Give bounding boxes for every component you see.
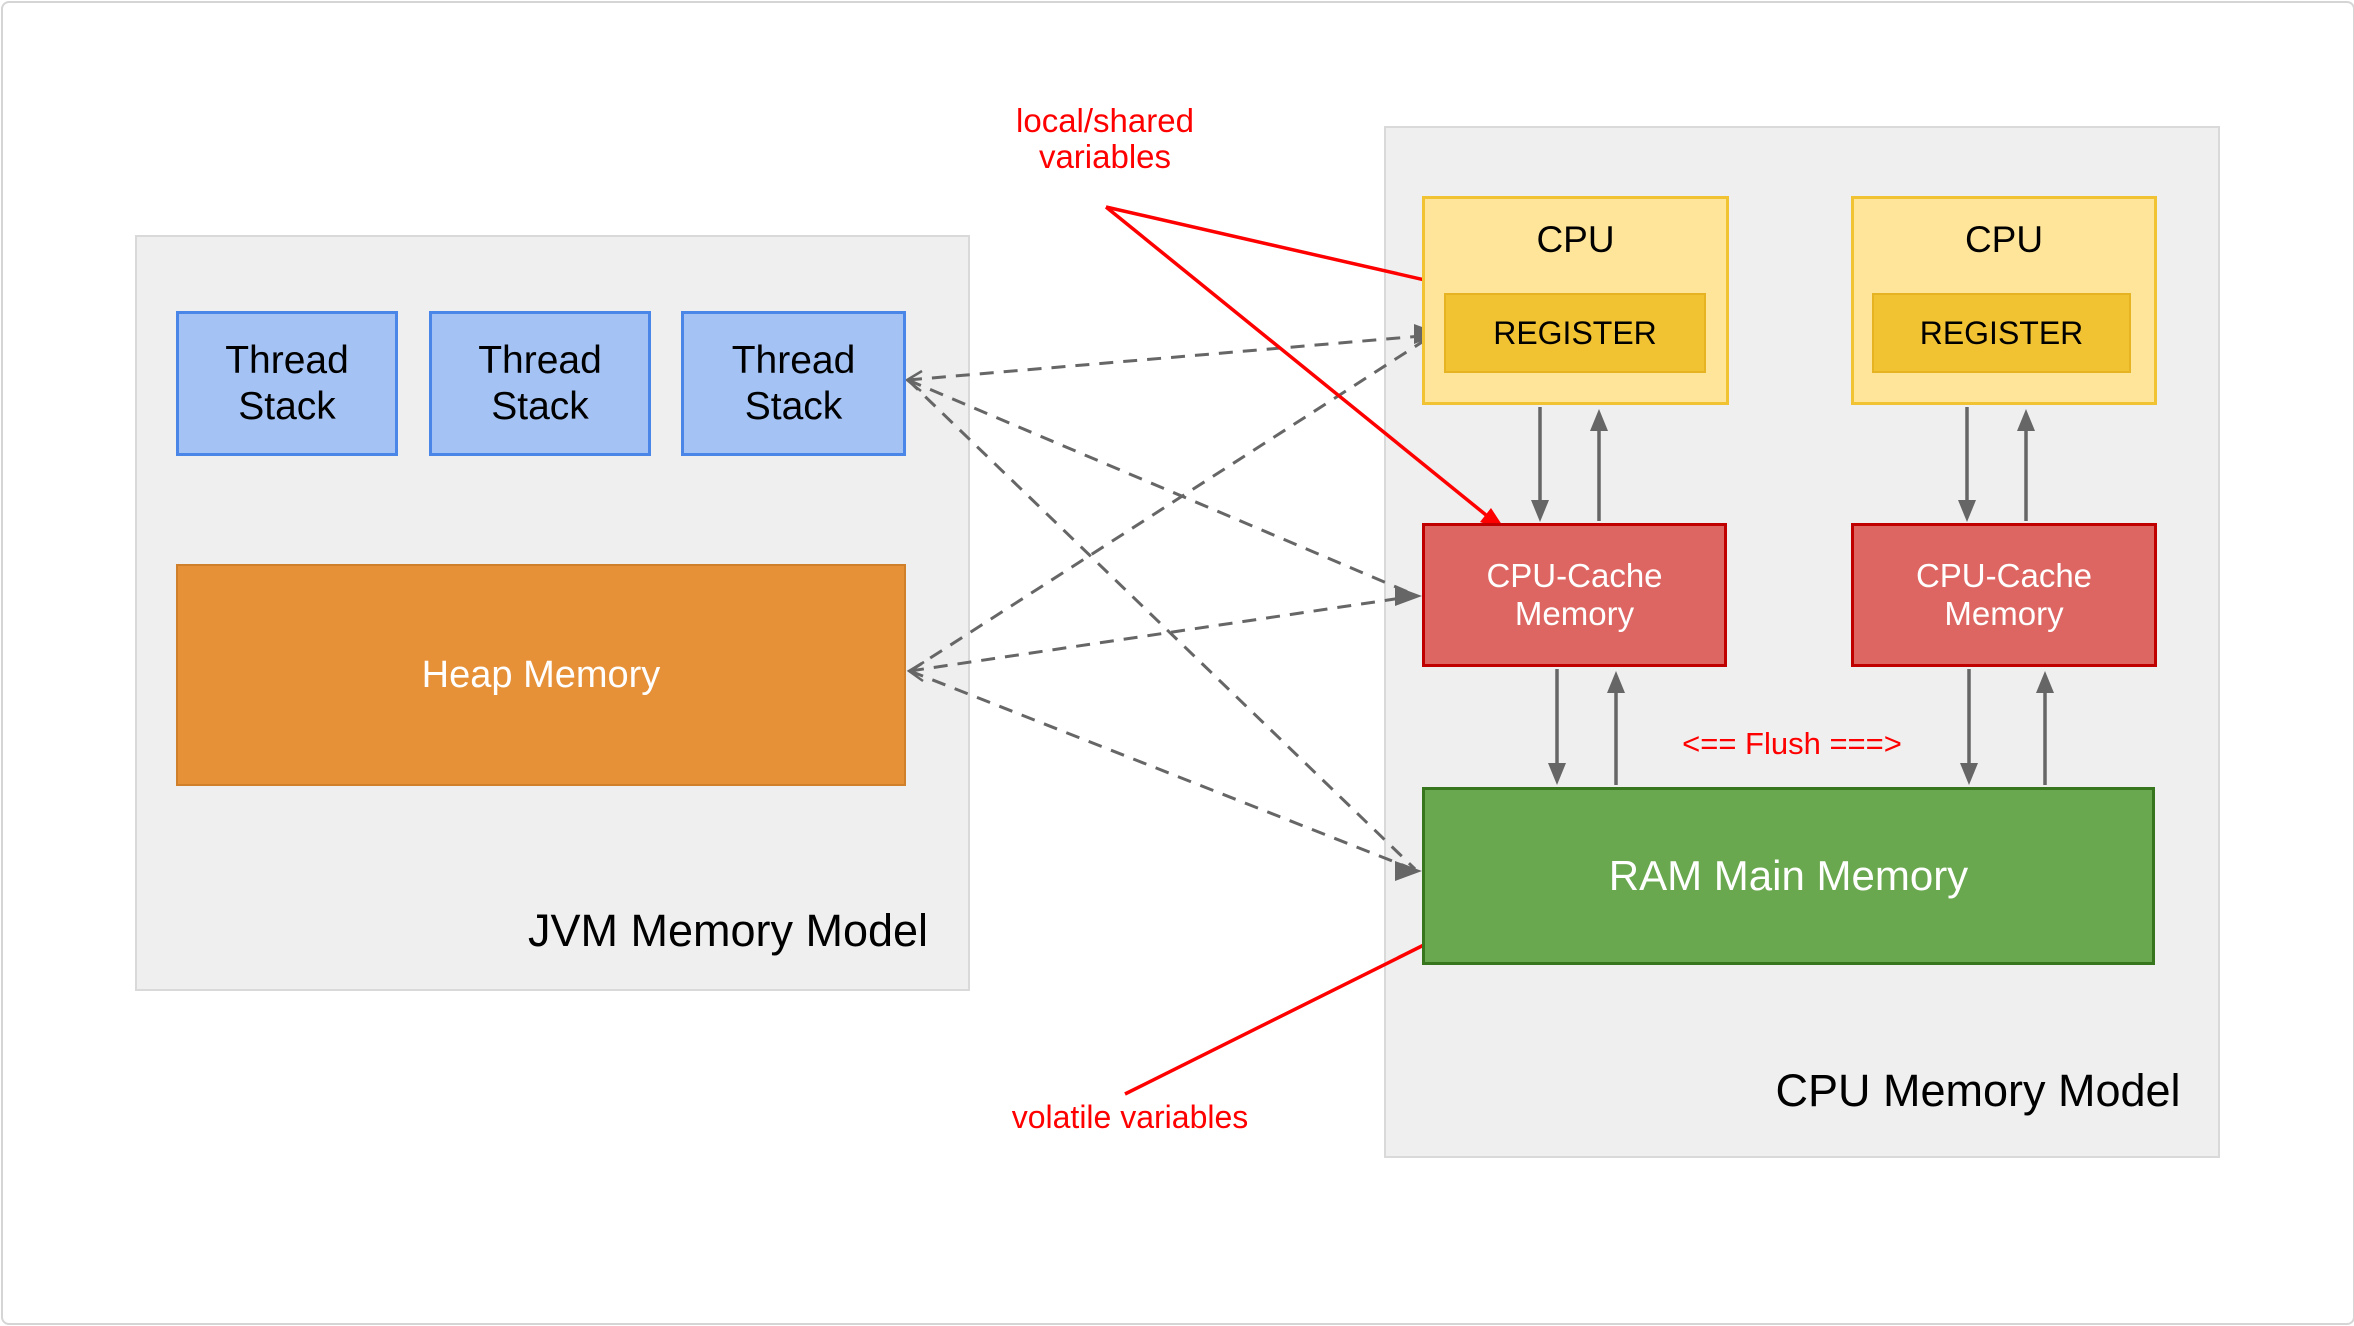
cpu-label-1: CPU	[1536, 219, 1615, 260]
flush-annotation: <== Flush ===>	[1682, 726, 1902, 761]
register-box-2: REGISTER	[1872, 293, 2131, 373]
register-box-1: REGISTER	[1444, 293, 1706, 373]
thread-stack-box-2: Thread Stack	[429, 311, 651, 456]
dashed-link-threadstack-register	[907, 333, 1434, 382]
cpu-cache-box-1: CPU-Cache Memory	[1422, 523, 1727, 667]
cpu-box-1: CPU REGISTER	[1422, 196, 1729, 405]
heap-memory-box: Heap Memory	[176, 564, 906, 786]
ram-main-memory-box: RAM Main Memory	[1422, 787, 2155, 965]
thread-stack-label-3: Thread Stack	[731, 338, 856, 428]
cpu-cache-box-2: CPU-Cache Memory	[1851, 523, 2157, 667]
cpu-label-2: CPU	[1964, 219, 2044, 260]
local-shared-variables-annotation: local/shared variables	[1016, 102, 1194, 175]
ram-main-memory-label: RAM Main Memory	[1608, 852, 1969, 899]
cpu-box-2: CPU REGISTER	[1851, 196, 2157, 405]
thread-stack-label-2: Thread Stack	[478, 338, 602, 428]
volatile-variables-annotation: volatile variables	[1011, 1099, 1249, 1135]
thread-stack-label-1: Thread Stack	[225, 338, 349, 428]
cpu-cache-label-2: CPU-Cache Memory	[1915, 557, 2093, 632]
cpu-model-label: CPU Memory Model	[1775, 1065, 2181, 1116]
cpu-cache-label-1: CPU-Cache Memory	[1486, 557, 1663, 632]
heap-memory-label: Heap Memory	[421, 653, 661, 696]
jvm-model-label: JVM Memory Model	[527, 905, 929, 956]
dashed-link-threadstack-cache	[907, 378, 1416, 597]
thread-stack-box-1: Thread Stack	[176, 311, 398, 456]
dashed-link-heap-register	[909, 333, 1434, 673]
dashed-link-threadstack-ram	[906, 378, 1417, 871]
dashed-link-heap-ram	[909, 669, 1416, 872]
thread-stack-box-3: Thread Stack	[681, 311, 906, 456]
dashed-link-heap-cache	[909, 594, 1416, 673]
